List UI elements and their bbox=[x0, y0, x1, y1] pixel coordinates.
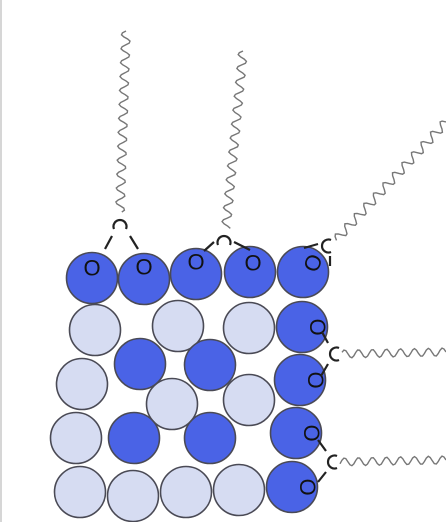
oxygen-label: O bbox=[304, 371, 329, 388]
alkyl-chain bbox=[116, 31, 130, 212]
bulk-atom bbox=[161, 467, 212, 518]
bulk-atom bbox=[51, 413, 102, 464]
bulk-atom bbox=[224, 375, 275, 426]
bulk-atom bbox=[57, 359, 108, 410]
alkyl-chain bbox=[335, 121, 446, 240]
carboxylate-carbon bbox=[114, 220, 127, 229]
carboxylate-carbon bbox=[330, 348, 339, 361]
oxygen-label: O bbox=[135, 255, 152, 280]
oxygen-label: O bbox=[187, 250, 204, 275]
oxygen-label: O bbox=[296, 478, 321, 495]
alkyl-chain bbox=[340, 456, 446, 466]
surface-atom bbox=[109, 413, 160, 464]
alkyl-chain bbox=[342, 348, 446, 358]
oxygen-label: O bbox=[300, 424, 325, 441]
carboxylate-carbon bbox=[322, 240, 331, 253]
bond-line bbox=[105, 236, 112, 249]
oxygen-label: O bbox=[83, 256, 100, 281]
bond-line bbox=[204, 242, 214, 251]
alkyl-chain bbox=[222, 51, 246, 228]
bulk-atom bbox=[55, 467, 106, 518]
carboxylate-carbon bbox=[218, 236, 231, 245]
surface-atom bbox=[185, 340, 236, 391]
bulk-atom bbox=[224, 303, 275, 354]
surface-atom bbox=[185, 413, 236, 464]
oxygen-label: O bbox=[244, 251, 261, 276]
bond-line bbox=[318, 472, 326, 482]
carboxylate-carbon bbox=[328, 456, 337, 469]
bond-line bbox=[130, 236, 138, 249]
oxygen-label: O bbox=[306, 318, 331, 335]
surface-atom bbox=[115, 339, 166, 390]
bulk-atom bbox=[214, 465, 265, 516]
bulk-atom bbox=[70, 305, 121, 356]
bulk-atom bbox=[108, 471, 159, 522]
